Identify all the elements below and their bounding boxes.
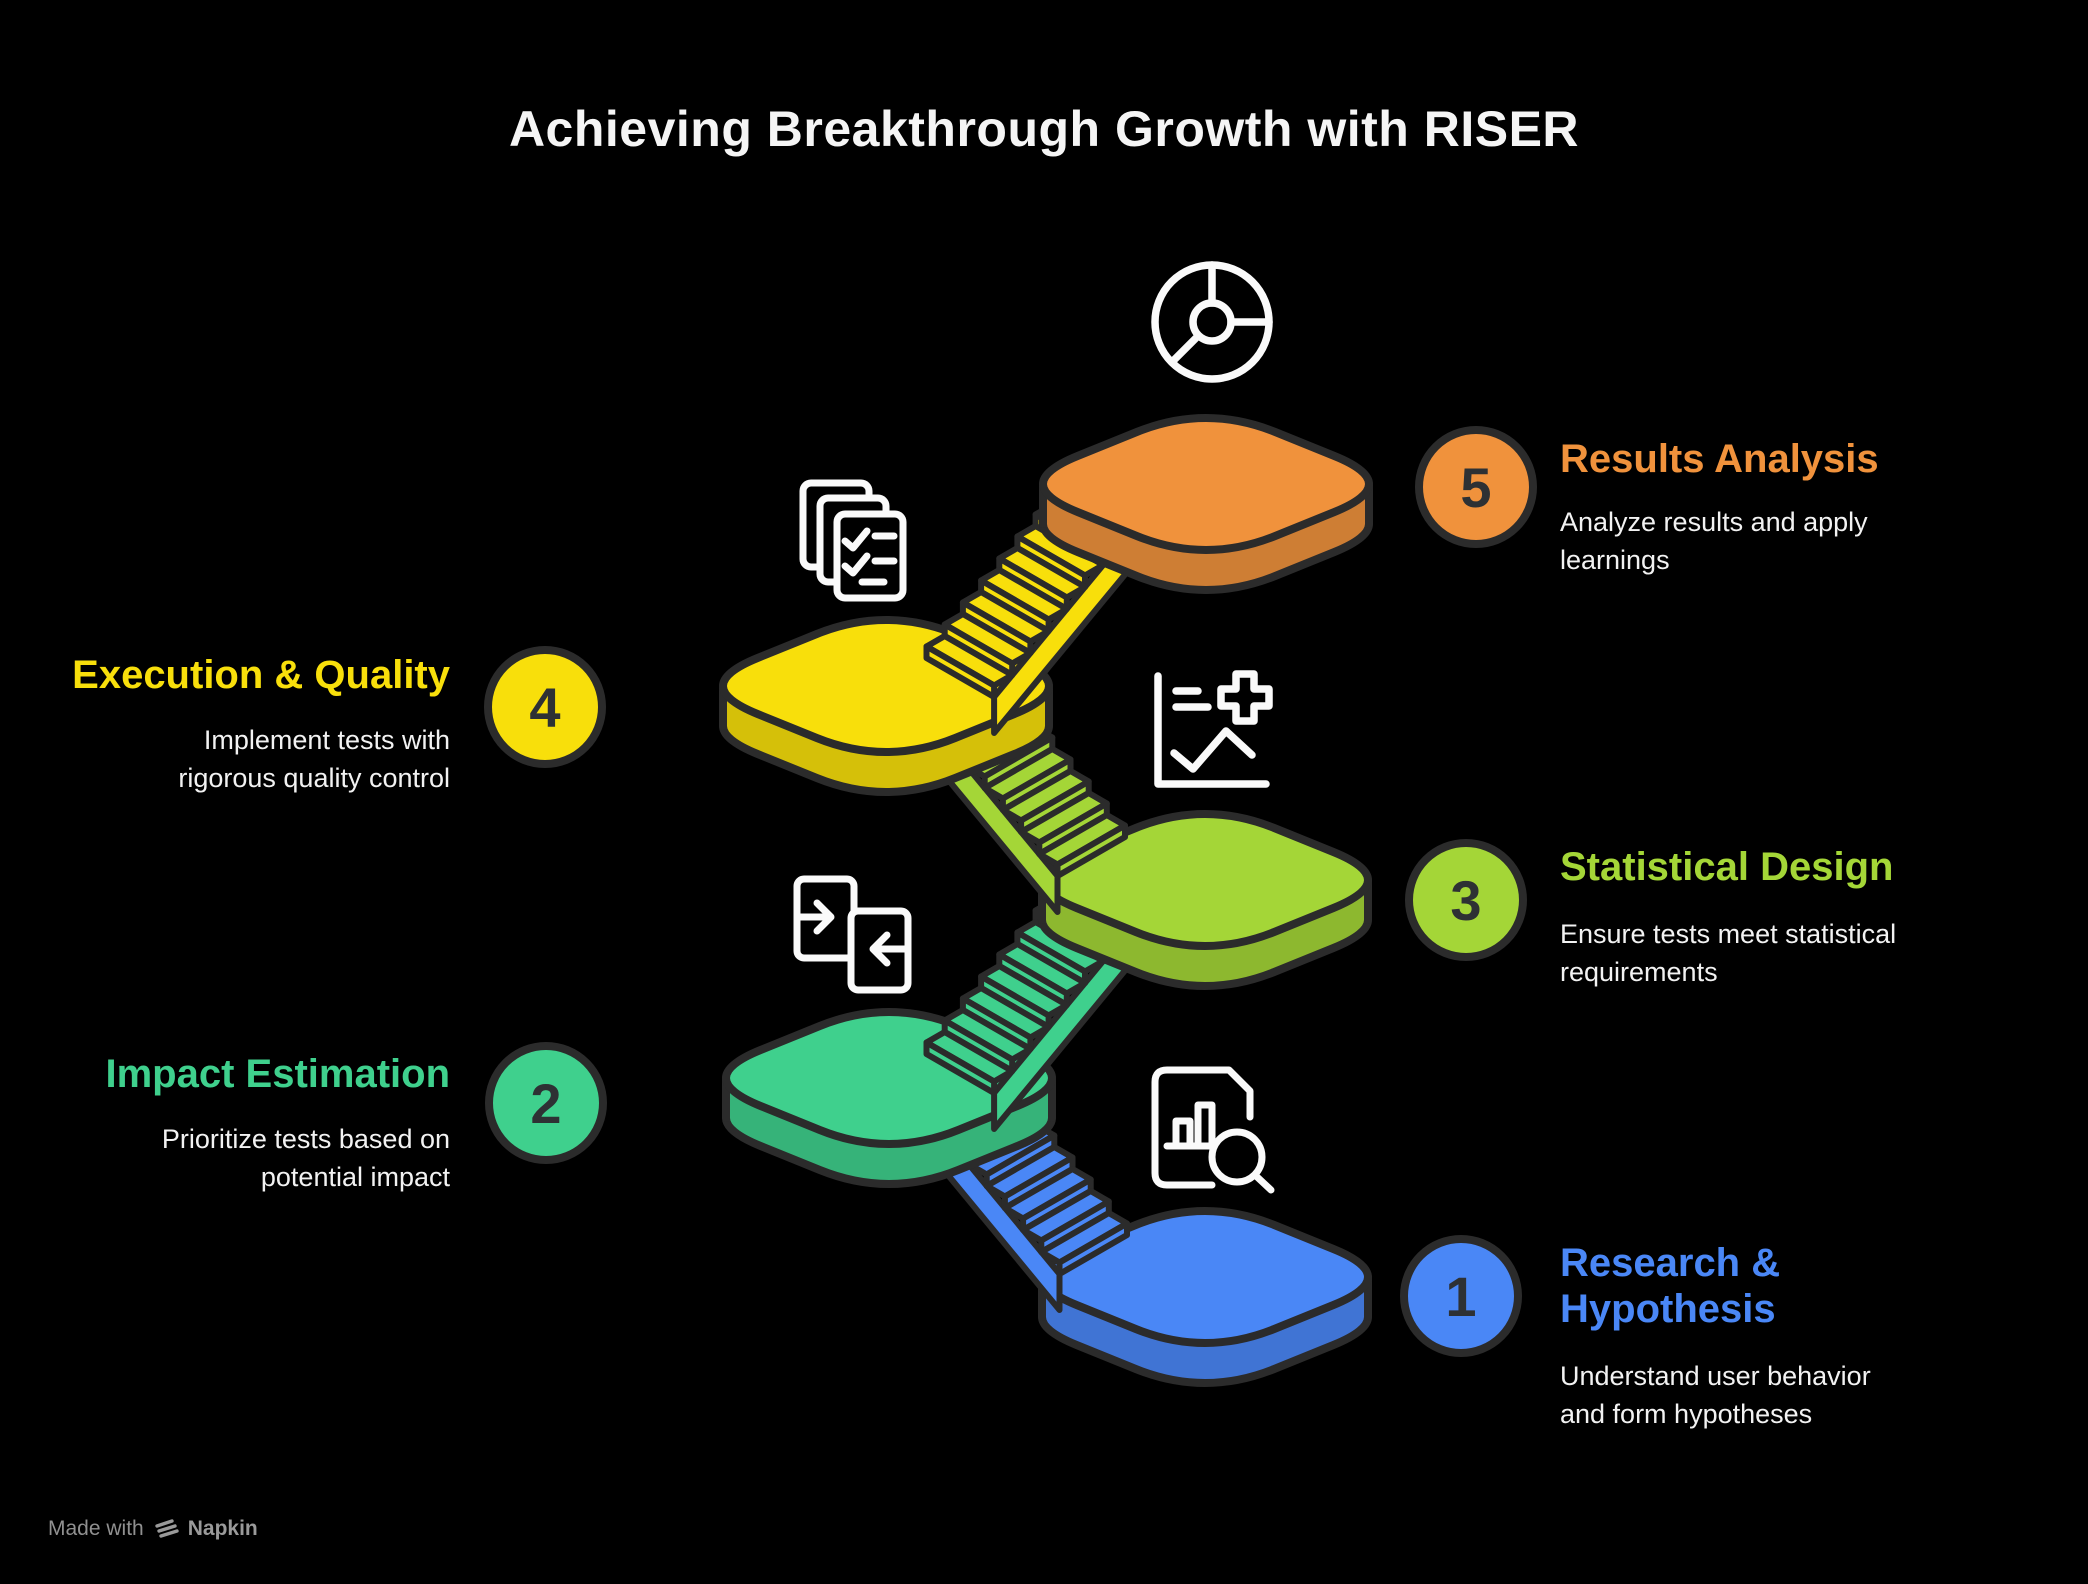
- step-description-4: Implement tests with rigorous quality co…: [178, 725, 450, 793]
- platform-2: [722, 1008, 1056, 1188]
- step-3-badge: 3: [1405, 839, 1527, 961]
- platform-1: [1038, 1207, 1372, 1387]
- stats-chart-icon: [1154, 670, 1273, 788]
- platform-5: [1039, 414, 1373, 594]
- step-description-3: Ensure tests meet statistical requiremen…: [1560, 919, 1897, 987]
- step-title-3: Statistical Design: [1560, 845, 1894, 889]
- footer-credit: Made with Napkin: [48, 1516, 258, 1542]
- step-title-5: Results Analysis: [1560, 437, 1879, 481]
- step-description-1: Understand user behavior and form hypoth…: [1560, 1361, 1871, 1429]
- step-description-2: Prioritize tests based on potential impa…: [161, 1124, 450, 1192]
- svg-text:2: 2: [530, 1072, 561, 1135]
- step-4-badge: 4: [484, 646, 606, 768]
- document-search-icon: [1151, 1066, 1275, 1194]
- step-5-badge: 5: [1415, 426, 1537, 548]
- step-1-badge: 1: [1400, 1235, 1522, 1357]
- svg-text:1: 1: [1445, 1265, 1476, 1328]
- svg-text:4: 4: [529, 676, 560, 739]
- platform-3: [1038, 810, 1372, 990]
- brand-label: Napkin: [187, 1517, 258, 1540]
- step-title-1: Research & Hypothesis: [1560, 1241, 1781, 1332]
- pie-chart-icon: [1151, 261, 1273, 383]
- svg-text:3: 3: [1450, 869, 1481, 932]
- swap-arrows-icon: [793, 875, 912, 994]
- docs-checklist-icon: [799, 479, 907, 602]
- step-title-2: Impact Estimation: [105, 1052, 450, 1096]
- step-2-badge: 2: [485, 1042, 607, 1164]
- page-title: Achieving Breakthrough Growth with RISER: [508, 101, 1580, 157]
- step-title-4: Execution & Quality: [72, 653, 450, 697]
- step-description-5: Analyze results and apply learnings: [1560, 507, 1868, 575]
- svg-text:5: 5: [1460, 456, 1491, 519]
- napkin-logo-icon: [155, 1519, 179, 1538]
- made-with-label: Made with: [48, 1517, 144, 1540]
